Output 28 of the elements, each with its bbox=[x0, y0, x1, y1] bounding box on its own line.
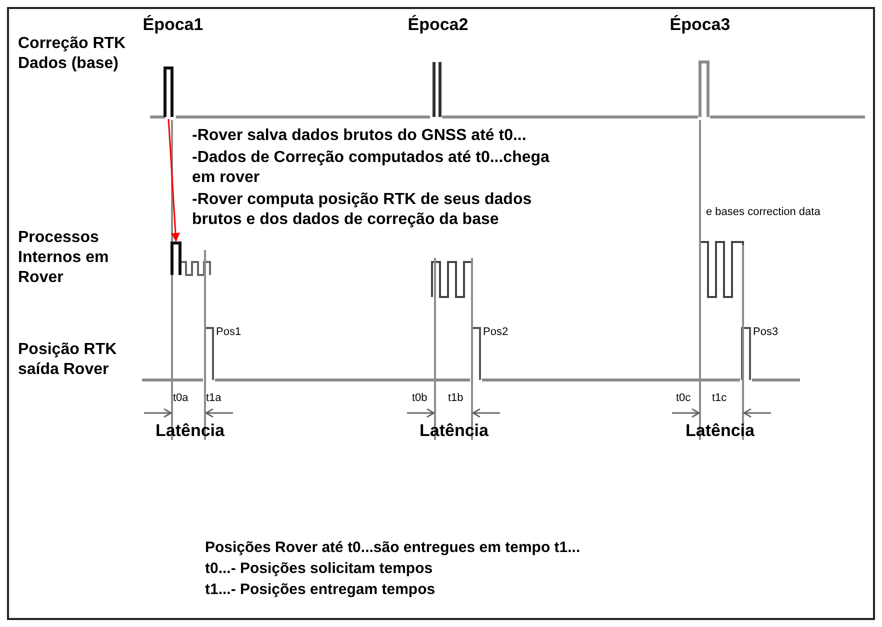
note-text: -Dados de Correção computados até t0...chega em rover bbox=[192, 148, 550, 188]
time-label: t1c bbox=[712, 392, 728, 406]
note-text: t0...- Posições solicitam tempos bbox=[205, 560, 434, 579]
time-label: t1a bbox=[206, 392, 222, 406]
epoch-label: Época1 bbox=[142, 14, 204, 36]
pulse-label: Pos3 bbox=[753, 326, 780, 340]
note-text: t1...- Posições entregam tempos bbox=[205, 581, 436, 600]
note-text: -Rover computa posição RTK de seus dados brutos e dos dados de correção da base bbox=[192, 190, 533, 230]
pulse-label: Pos2 bbox=[483, 326, 510, 340]
epoch-label: Época2 bbox=[406, 14, 470, 36]
pulse-label: Pos1 bbox=[216, 326, 242, 340]
epoch-label: Época3 bbox=[668, 14, 732, 36]
processing-pulse bbox=[170, 242, 182, 275]
time-label: t0a bbox=[173, 392, 190, 406]
row-label: Processos Internos em Rover bbox=[18, 228, 110, 288]
time-label: t1b bbox=[448, 392, 464, 406]
correction-pulse bbox=[164, 66, 174, 117]
latency-label: Latência bbox=[418, 420, 490, 442]
time-label: t0c bbox=[676, 392, 692, 406]
latency-label: Latência bbox=[684, 420, 756, 442]
signal-note: e bases correction data bbox=[706, 206, 822, 220]
row-label: Correção RTK Dados (base) bbox=[18, 34, 127, 74]
arrow bbox=[168, 118, 180, 242]
note-text: Posições Rover até t0...são entregues em tempo t1... bbox=[205, 539, 582, 558]
note-text: -Rover salva dados brutos do GNSS até t0... bbox=[192, 126, 528, 146]
time-label: t0b bbox=[412, 392, 428, 406]
row-label: Posição RTK saída Rover bbox=[18, 340, 118, 380]
latency-label: Latência bbox=[154, 420, 226, 442]
